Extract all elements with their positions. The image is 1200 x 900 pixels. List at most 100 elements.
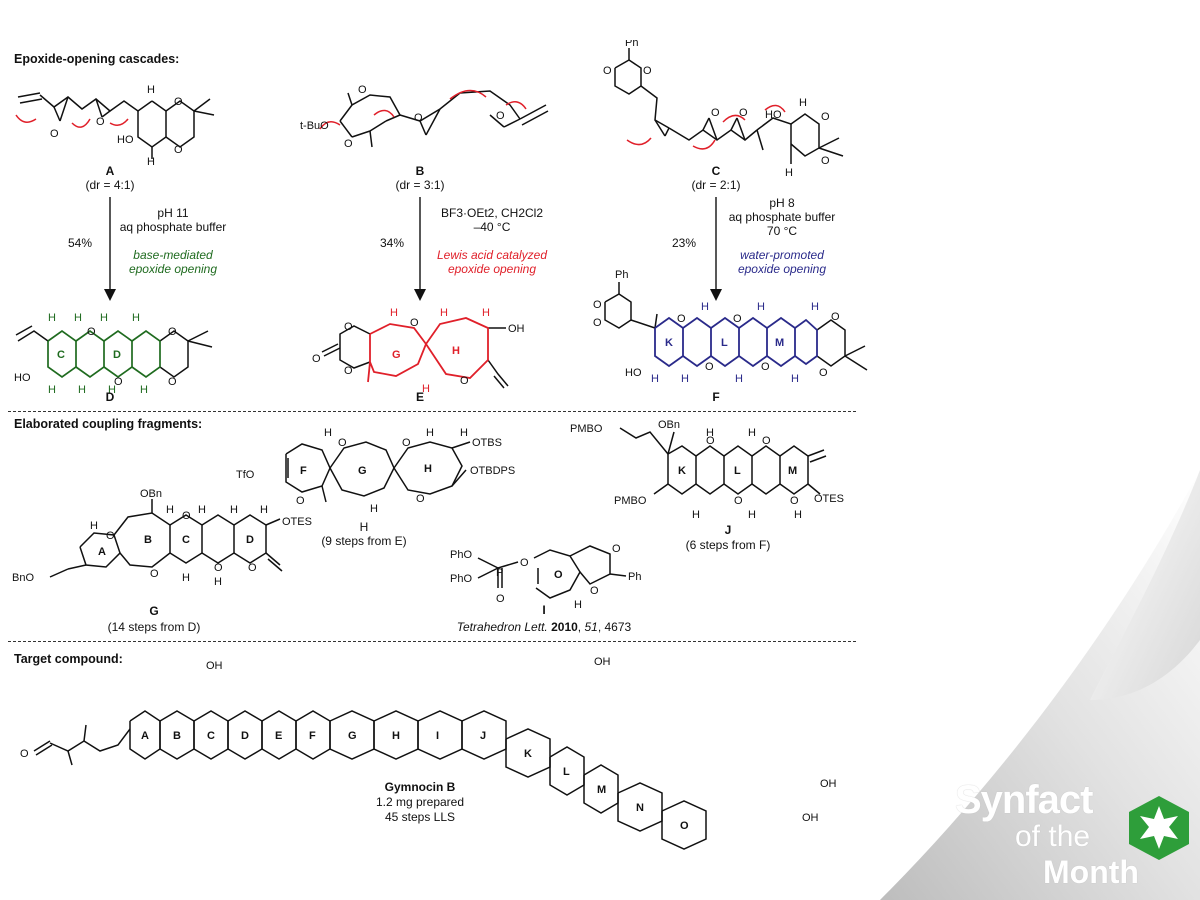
ring-label-K: K	[665, 337, 673, 349]
ring-o: O	[706, 435, 715, 447]
yield-B: 34%	[379, 236, 405, 250]
ho-label: HO	[625, 367, 642, 379]
carbonyl-o: O	[312, 353, 321, 365]
arrow-A	[104, 197, 116, 301]
ring-o: O	[821, 155, 830, 167]
synfact-logo: Synfact of the Month	[955, 778, 1195, 893]
fragment-label-J: J	[724, 523, 732, 537]
ring-o: O	[677, 313, 686, 325]
ring-o: O	[296, 495, 305, 507]
ring-o: O	[410, 317, 419, 329]
ring-o: O	[87, 326, 96, 338]
ring-o: O	[344, 365, 353, 377]
ring-o: O	[819, 367, 828, 379]
compound-label-D: D	[105, 390, 115, 404]
ring-label-C: C	[207, 730, 215, 742]
fragment-citation-I: Tetrahedron Lett. 2010, 51, 4673	[456, 620, 632, 634]
ring-label-O: O	[680, 820, 689, 832]
target-line-2: 45 steps LLS	[384, 810, 456, 824]
h-label: H	[735, 373, 743, 385]
ho-label: HO	[14, 372, 31, 384]
target-name: Gymnocin B	[384, 780, 456, 794]
fragment-note-J: (6 steps from F)	[685, 538, 771, 552]
ring-o: O	[643, 65, 652, 77]
ring-o: O	[733, 313, 742, 325]
mode-B-1: Lewis acid catalyzed	[436, 248, 548, 262]
structure-fragment-G: OBn BnO OTES O O O O O H H H H H H H A B…	[12, 488, 312, 588]
ring-label-I: I	[436, 730, 439, 742]
logo-line-3: Month	[1043, 854, 1139, 890]
structure-E: O O O O O OH H H H H G H	[312, 307, 525, 395]
ring-o: O	[831, 311, 840, 323]
h-label: H	[182, 572, 190, 584]
h-label: H	[799, 97, 807, 109]
ring-o: O	[593, 317, 602, 329]
h-label: H	[214, 576, 222, 588]
ring-label-M: M	[775, 337, 784, 349]
ring-o: O	[338, 437, 347, 449]
h-label: H	[748, 427, 756, 439]
ring-label-O: O	[554, 569, 563, 581]
aldehyde-o: O	[20, 748, 29, 760]
oh-label: OH	[594, 656, 611, 668]
citation-volume: 51	[584, 620, 598, 634]
ring-o: O	[762, 435, 771, 447]
fragment-note-H: (9 steps from E)	[321, 534, 407, 548]
ring-label-F: F	[300, 465, 307, 477]
ring-o: O	[603, 65, 612, 77]
ring-o: O	[114, 376, 123, 388]
compound-label-E: E	[415, 390, 424, 404]
structure-D: HO O O O O H H H H H H H H C D	[14, 312, 213, 395]
ring-o: O	[168, 376, 177, 388]
ph-label: Ph	[615, 269, 628, 281]
ring-label-M: M	[788, 465, 797, 477]
ring-o: O	[214, 562, 223, 574]
ring-o: O	[460, 375, 469, 387]
ph-label: Ph	[625, 40, 638, 49]
ring-label-B: B	[144, 534, 152, 546]
h-label: H	[140, 384, 148, 395]
h-label: H	[90, 520, 98, 532]
ring-label-G: G	[358, 465, 367, 477]
ring-o: O	[590, 585, 599, 597]
structure-fragment-J: PMBO OBn PMBO OTES O O O O H H H H H K L…	[570, 419, 844, 521]
ring-o: O	[106, 530, 115, 542]
cond-B-2: –40 °C	[473, 220, 511, 234]
dr-B: (dr = 3:1)	[395, 178, 445, 192]
ring-label-F: F	[309, 730, 316, 742]
ring-label-J: J	[480, 730, 486, 742]
oh-label: OH	[820, 778, 837, 790]
h-label: H	[147, 156, 155, 165]
logo-line-2: of the	[1015, 820, 1091, 853]
epoxide-o-2: O	[96, 116, 105, 128]
yield-C: 23%	[671, 236, 697, 250]
citation-pages: 4673	[604, 620, 632, 634]
h-label: H	[74, 312, 82, 324]
structure-fragment-I: PhO PhO P O O O O Ph H O	[450, 543, 641, 611]
bno-label: BnO	[12, 572, 34, 584]
fragment-label-G: G	[149, 604, 159, 618]
h-label: H	[482, 307, 490, 319]
epoxide-o: O	[414, 112, 423, 124]
cond-A-1: pH 11	[157, 206, 189, 220]
ring-o-top: O	[174, 96, 183, 108]
h-label: H	[390, 307, 398, 319]
h-label: H	[440, 307, 448, 319]
fragment-note-G: (14 steps from D)	[107, 620, 201, 634]
ring-label-B: B	[173, 730, 181, 742]
h-label: H	[785, 167, 793, 179]
h-label: H	[132, 312, 140, 324]
structure-fragment-H: TfO O O O O OTBS OTBDPS H H H H F G H	[236, 427, 515, 515]
mode-A-2: epoxide opening	[128, 262, 218, 276]
ring-o: O	[344, 321, 353, 333]
ring-label-L: L	[721, 337, 728, 349]
oh-label: OH	[206, 660, 223, 672]
h-label: H	[791, 373, 799, 385]
h-label: H	[260, 504, 268, 516]
ring-label-L: L	[563, 766, 570, 778]
pho-label: PhO	[450, 549, 472, 561]
ring-o: O	[761, 361, 770, 373]
pho-label: PhO	[450, 573, 472, 585]
ring-o: O	[358, 84, 367, 96]
mode-C-2: epoxide opening	[737, 262, 827, 276]
